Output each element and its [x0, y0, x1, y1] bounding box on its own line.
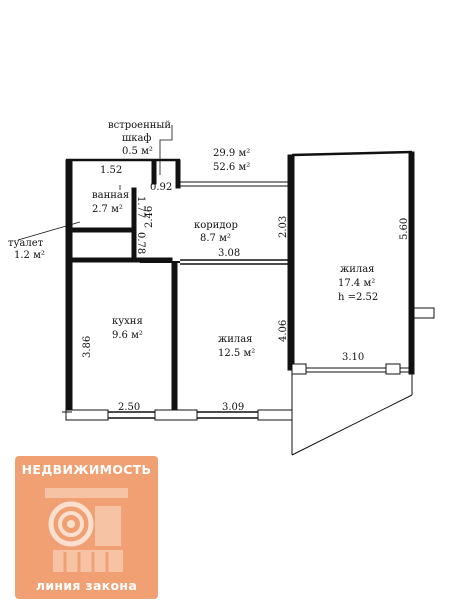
dim-4-06: 4.06 — [278, 320, 289, 342]
watermark-logo: НЕДВИЖИМОСТЬ линия закона — [15, 456, 158, 599]
room-area-kitchen: 9.6 м² — [112, 330, 143, 341]
dim-2-46: 2.46 — [144, 206, 155, 228]
dim-2-03: 2.03 — [278, 216, 289, 238]
column-capital-icon — [45, 488, 128, 572]
logo-bottom-text: линия закона — [35, 578, 138, 593]
room-area-living2: 17.4 м² — [338, 278, 375, 289]
wall-kitchen-living — [171, 261, 178, 413]
dim-3-10: 3.10 — [342, 352, 364, 363]
wall-closet-right — [175, 159, 181, 189]
logo-top-text: НЕДВИЖИМОСТЬ — [21, 462, 152, 477]
wall-living2-left — [287, 154, 295, 371]
room-area-bath: 2.7 м² — [92, 204, 123, 215]
closet-label: встроенный шкаф 0.5 м² — [108, 120, 174, 157]
wall-living2-right — [408, 151, 415, 375]
dim-2-50: 2.50 — [118, 402, 140, 413]
room-area-toilet: 1.2 м² — [14, 250, 45, 261]
room-name-living2: жилая — [340, 264, 375, 275]
dim-3-09: 3.09 — [222, 402, 244, 413]
dim-1-77: 1.77 — [135, 196, 146, 218]
room-name-kitchen: кухня — [112, 316, 143, 327]
room-name-corridor: коридор — [194, 220, 238, 231]
wall-bath-toilet — [71, 227, 137, 233]
room-name-bath: ванная — [92, 190, 129, 201]
dim-3-86: 3.86 — [82, 336, 93, 358]
dim-5-60: 5.60 — [399, 218, 410, 240]
dim-3-08: 3.08 — [218, 248, 240, 259]
wall-closet — [151, 159, 157, 185]
total-area-label: 52.6 м² — [213, 162, 250, 173]
dim-0-92: 0.92 — [150, 182, 172, 193]
ceiling-height: h =2.52 — [338, 292, 378, 303]
wall-toilet-bottom — [71, 257, 173, 263]
room-area-corridor: 8.7 м² — [200, 233, 231, 244]
dim-0-78: 0.78 — [135, 232, 146, 254]
wall-left — [65, 159, 73, 417]
living-area-label: 29.9 м² — [213, 148, 250, 159]
room-area-living1: 12.5 м² — [218, 348, 255, 359]
dim-1-52: 1.52 — [100, 165, 122, 176]
room-name-toilet: туалет — [8, 238, 44, 249]
room-name-living1: жилая — [218, 334, 253, 345]
